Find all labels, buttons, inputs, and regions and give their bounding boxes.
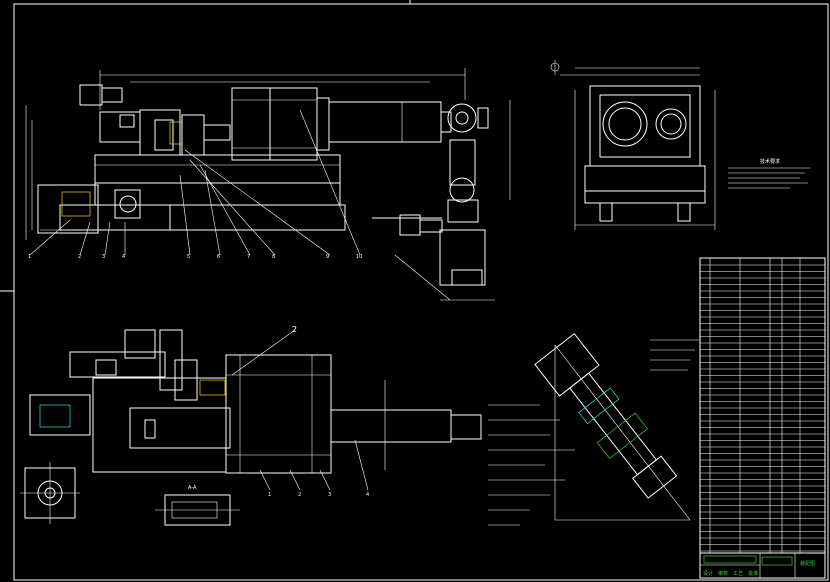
title-cell: 审核 bbox=[718, 570, 728, 577]
balloon: 4 bbox=[122, 254, 125, 260]
parameter-notes bbox=[488, 404, 575, 526]
angled-auxiliary-view bbox=[534, 332, 700, 521]
front-view: 2 1 2 3 4 bbox=[29, 325, 482, 498]
title-cell: 工艺 bbox=[733, 571, 743, 577]
balloon: 6 bbox=[217, 254, 220, 260]
title-cell: 设计 bbox=[703, 570, 713, 577]
top-view-balloons: 1 2 3 4 5 6 7 8 9 10 bbox=[28, 254, 362, 260]
end-view bbox=[550, 60, 716, 230]
callout-number: 2 bbox=[292, 325, 297, 334]
balloon: 10 bbox=[356, 254, 362, 260]
foot-detail-view bbox=[20, 462, 80, 524]
drawing-border bbox=[13, 3, 829, 581]
balloon: 7 bbox=[247, 254, 250, 260]
technical-notes: 技术要求 bbox=[728, 158, 810, 189]
title-block: 装配图 设计 审核 工艺 批准 bbox=[699, 552, 826, 579]
main-assembly-side-view bbox=[25, 68, 489, 256]
section-label: A-A bbox=[188, 485, 197, 491]
drawing-title: 装配图 bbox=[800, 560, 815, 567]
balloon: 2 bbox=[298, 492, 301, 498]
balloon: 1 bbox=[28, 254, 31, 260]
balloon: 4 bbox=[366, 492, 369, 498]
balloon: 9 bbox=[326, 254, 329, 260]
balloon: 3 bbox=[328, 492, 331, 498]
balloon: 3 bbox=[102, 254, 105, 260]
balloon: 2 bbox=[78, 254, 81, 260]
notes-title: 技术要求 bbox=[760, 158, 780, 165]
right-support-detail-view bbox=[372, 100, 511, 301]
title-cell: 批准 bbox=[748, 570, 758, 577]
balloon: 1 bbox=[268, 492, 271, 498]
section-detail-view: A-A bbox=[155, 485, 240, 526]
parts-list-table bbox=[699, 257, 826, 554]
balloon: 8 bbox=[272, 254, 275, 260]
balloon: 5 bbox=[187, 254, 190, 260]
